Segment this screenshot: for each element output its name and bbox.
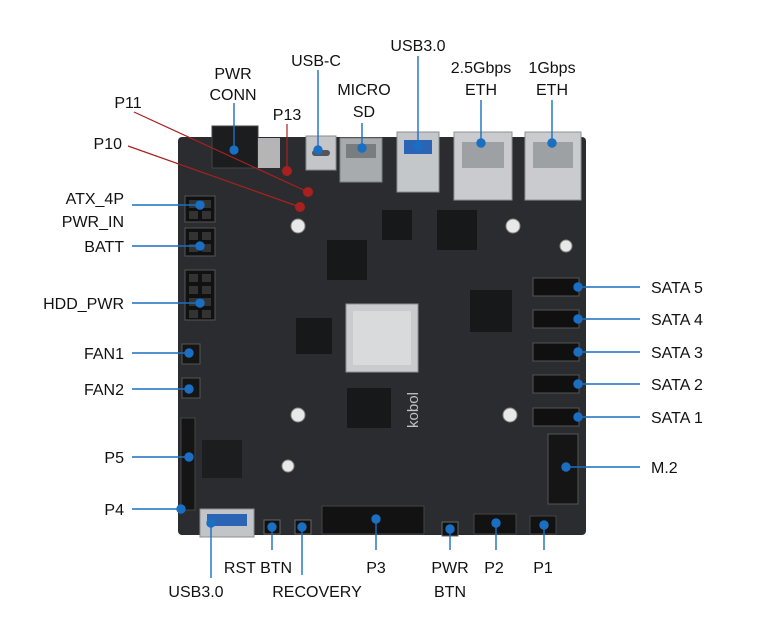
- chip-5: [347, 388, 391, 428]
- label-atx-1: ATX_4P: [66, 191, 124, 208]
- board: kobol: [178, 126, 586, 537]
- label-p10: P10: [94, 136, 123, 153]
- chip-3: [470, 290, 512, 332]
- label-p3: P3: [366, 560, 386, 577]
- label-fan2: FAN2: [84, 382, 124, 399]
- label-eth25-1: 2.5Gbps: [451, 60, 511, 77]
- label-p2: P2: [484, 560, 504, 577]
- chip-2: [437, 210, 477, 250]
- label-hdd-pwr: HDD_PWR: [43, 296, 124, 313]
- mount-hole-br: [503, 408, 517, 422]
- label-micro-sd-1: MICRO: [337, 82, 390, 99]
- hdd-pwr-header: [185, 270, 215, 320]
- label-sata3: SATA 3: [651, 345, 703, 362]
- label-pwr-btn-1: PWR: [431, 560, 468, 577]
- label-sata4: SATA 4: [651, 312, 703, 329]
- p5-header: [181, 418, 195, 510]
- label-rst-btn: RST BTN: [224, 560, 292, 577]
- label-usb-c: USB-C: [291, 53, 341, 70]
- label-pwr-btn-2: BTN: [434, 584, 466, 601]
- label-atx-2: PWR_IN: [62, 214, 124, 231]
- label-batt: BATT: [84, 239, 124, 256]
- chip-1: [327, 240, 367, 280]
- chip-6: [382, 210, 412, 240]
- label-sata1: SATA 1: [651, 410, 703, 427]
- label-p13: P13: [273, 107, 302, 124]
- label-p11: P11: [114, 95, 141, 112]
- label-usb30-bottom: USB3.0: [168, 584, 223, 601]
- label-eth1-1: 1Gbps: [528, 60, 575, 77]
- mount-hole-tl: [291, 219, 305, 233]
- pwr-conn-housing: [258, 138, 280, 168]
- mount-hole-tr: [506, 219, 520, 233]
- mount-hole-m1: [282, 460, 294, 472]
- label-m2: M.2: [651, 460, 678, 477]
- heatsink-face: [353, 311, 411, 365]
- chip-7: [202, 440, 242, 478]
- label-usb30-top: USB3.0: [390, 38, 445, 55]
- chip-4: [296, 318, 332, 354]
- label-eth1-2: ETH: [536, 82, 568, 99]
- label-p5: P5: [104, 450, 124, 467]
- label-p4: P4: [104, 502, 124, 519]
- board-logo: kobol: [405, 392, 422, 428]
- label-sata2: SATA 2: [651, 377, 703, 394]
- mount-hole-m2: [560, 240, 572, 252]
- label-fan1: FAN1: [84, 346, 124, 363]
- label-p1: P1: [533, 560, 553, 577]
- label-recovery: RECOVERY: [272, 584, 362, 601]
- label-pwr-conn-1: PWR: [214, 66, 251, 83]
- label-sata5: SATA 5: [651, 280, 703, 297]
- label-eth25-2: ETH: [465, 82, 497, 99]
- mount-hole-bl: [291, 408, 305, 422]
- label-pwr-conn-2: CONN: [209, 87, 256, 104]
- label-micro-sd-2: SD: [353, 104, 375, 121]
